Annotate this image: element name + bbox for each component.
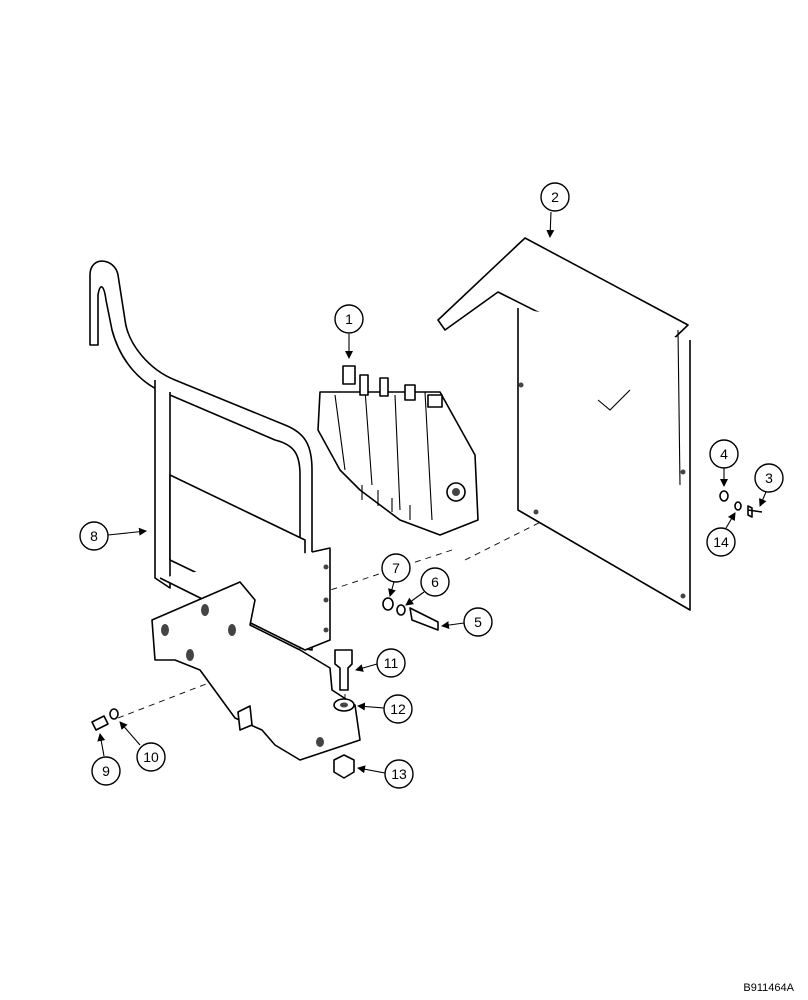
cover-shield [437, 237, 691, 611]
callout-9-label: 9 [102, 763, 110, 779]
callout-10-label: 10 [143, 749, 159, 765]
callout-5-label: 5 [474, 614, 482, 630]
callout-4: 4 [709, 439, 739, 487]
callout-11-label: 11 [384, 655, 399, 671]
callout-8-label: 8 [90, 528, 98, 544]
callout-5: 5 [441, 607, 493, 637]
callout-6-label: 6 [431, 574, 439, 590]
callout-2: 2 [540, 182, 570, 238]
callout-12: 12 [357, 694, 413, 724]
hardware-items [91, 490, 763, 779]
step-handrail-frame [89, 260, 361, 761]
callout-7-label: 7 [392, 560, 400, 576]
control-valve-assembly [317, 365, 479, 536]
callout-12-label: 12 [390, 701, 406, 717]
callout-3: 3 [754, 463, 784, 507]
callout-7: 7 [381, 553, 411, 597]
drawing-reference-code: B911464A [743, 982, 794, 994]
callout-3-label: 3 [765, 470, 773, 486]
callout-8: 8 [79, 521, 147, 551]
callout-14-label: 14 [713, 534, 729, 550]
callout-6: 6 [405, 567, 450, 606]
callout-9: 9 [91, 733, 121, 786]
callout-11: 11 [355, 648, 406, 678]
callout-1-label: 1 [345, 311, 353, 327]
callout-13: 13 [357, 759, 414, 789]
callout-2-label: 2 [551, 189, 559, 205]
callout-14: 14 [706, 512, 736, 557]
callout-10: 10 [119, 721, 166, 772]
callout-13-label: 13 [391, 766, 407, 782]
callout-4-label: 4 [720, 446, 728, 462]
callout-1: 1 [334, 304, 364, 359]
